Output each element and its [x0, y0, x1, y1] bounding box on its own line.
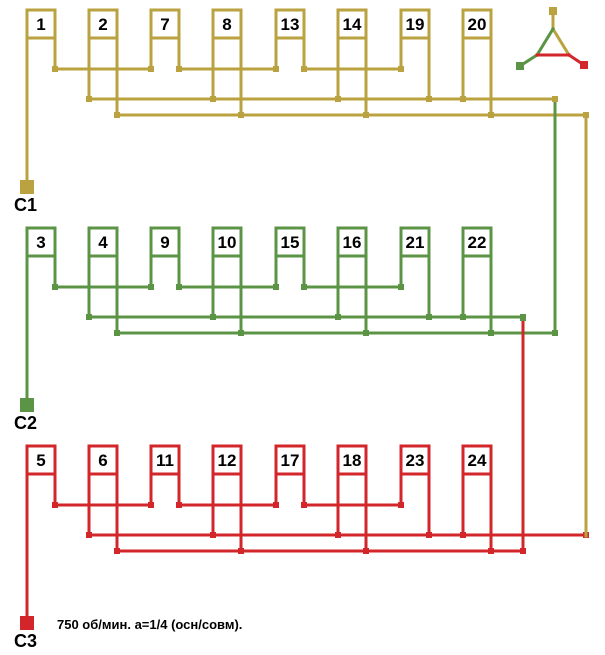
slot-box	[87, 226, 119, 258]
slot-label: 24	[468, 451, 487, 470]
phase-terminal-icon	[20, 180, 34, 194]
slot-box	[87, 444, 119, 476]
slot-label: 7	[160, 15, 169, 34]
slot-label: 8	[222, 15, 231, 34]
star-delta-triangle-icon	[516, 7, 588, 70]
junction-dot	[176, 66, 182, 72]
slot-box	[399, 444, 431, 476]
slot-label: 11	[156, 451, 174, 470]
slot-label: 13	[281, 15, 300, 34]
slot-box	[336, 444, 368, 476]
junction-dot	[398, 502, 404, 508]
junction-dot	[520, 315, 526, 321]
junction-dot	[301, 66, 307, 72]
junction-dot	[148, 66, 154, 72]
slot-box	[461, 444, 493, 476]
junction-dot	[398, 284, 404, 290]
slot-box	[336, 226, 368, 258]
wire	[550, 26, 572, 58]
slot-label: 6	[98, 451, 107, 470]
slot-label: 2	[98, 15, 107, 34]
wire	[534, 26, 556, 58]
slot-label: 15	[281, 233, 300, 252]
slot-box	[399, 8, 431, 40]
caption-text: 750 об/мин. a=1/4 (осн/совм).	[57, 617, 242, 632]
phase-terminal-label: C2	[14, 413, 37, 433]
slot-label: 19	[406, 15, 425, 34]
triangle-node-c3	[580, 61, 588, 69]
slot-label: 12	[218, 451, 237, 470]
slot-box	[461, 226, 493, 258]
slot-box	[211, 8, 243, 40]
triangle-node-c2	[516, 62, 524, 70]
slot-label: 17	[281, 451, 300, 470]
phase-terminal-icon	[20, 398, 34, 412]
junction-dot	[52, 66, 58, 72]
slot-box	[149, 444, 181, 476]
slot-label: 21	[406, 233, 425, 252]
slot-label: 14	[343, 15, 362, 34]
junction-dot	[398, 66, 404, 72]
slot-box	[274, 444, 306, 476]
junction-dot	[583, 112, 589, 118]
slot-box	[274, 226, 306, 258]
slot-box	[211, 444, 243, 476]
junction-dot	[552, 96, 558, 102]
junction-dot	[273, 66, 279, 72]
slot-box	[149, 226, 181, 258]
junction-dot	[273, 502, 279, 508]
slot-box	[461, 8, 493, 40]
slot-label: 5	[36, 451, 45, 470]
junction-dot	[52, 502, 58, 508]
phase-terminal-label: C1	[14, 195, 37, 215]
slot-box	[25, 226, 57, 258]
slot-label: 10	[218, 233, 237, 252]
slot-label: 18	[343, 451, 362, 470]
slot-label: 4	[98, 233, 108, 252]
junction-dot	[176, 502, 182, 508]
slot-box	[25, 8, 57, 40]
slot-box	[25, 444, 57, 476]
slot-box	[336, 8, 368, 40]
junction-dot	[148, 284, 154, 290]
junction-dot	[52, 284, 58, 290]
triangle-node-c1	[549, 7, 557, 15]
junction-dot	[301, 502, 307, 508]
slot-label: 16	[343, 233, 362, 252]
junction-dot	[176, 284, 182, 290]
slot-label: 22	[468, 233, 487, 252]
junction-dot	[148, 502, 154, 508]
slot-box	[399, 226, 431, 258]
phase-terminal-label: C3	[14, 631, 37, 651]
slot-label: 20	[468, 15, 487, 34]
slot-box	[149, 8, 181, 40]
slot-label: 23	[406, 451, 425, 470]
junction-dot	[301, 284, 307, 290]
slot-box	[211, 226, 243, 258]
junction-dot	[273, 284, 279, 290]
slot-box	[274, 8, 306, 40]
phase-terminal-icon	[20, 616, 34, 630]
slot-label: 9	[160, 233, 169, 252]
slot-label: 3	[36, 233, 45, 252]
slot-label: 1	[36, 15, 45, 34]
slot-box	[87, 8, 119, 40]
